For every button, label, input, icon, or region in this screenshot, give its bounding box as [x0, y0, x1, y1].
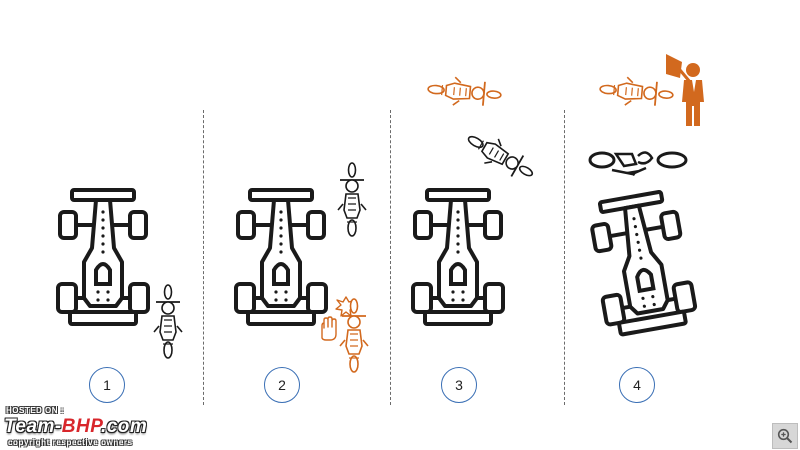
f1-car-icon — [56, 188, 150, 326]
panel-divider-2 — [390, 110, 391, 405]
f1-car-icon — [411, 188, 505, 326]
motorcycle-icon — [337, 162, 367, 237]
marshal-with-flag-icon — [666, 54, 704, 126]
step-number-2: 2 — [264, 367, 300, 403]
motorcycle-icon — [153, 284, 183, 359]
crashed-motorcycle-icon — [588, 151, 688, 176]
f1-car-icon-spun — [583, 187, 700, 339]
motorcycle-icon — [460, 124, 540, 188]
motorcycle-icon-accent — [426, 74, 503, 111]
zoom-button[interactable] — [772, 423, 798, 449]
watermark-hosted-label: HOSTED ON : — [6, 406, 64, 415]
motorcycle-icon-accent — [339, 298, 369, 373]
f1-car-icon — [234, 188, 328, 326]
step-number-1: 1 — [89, 367, 125, 403]
step-number-4: 4 — [619, 367, 655, 403]
watermark: HOSTED ON : Team-BHP.com copyright respe… — [4, 406, 204, 448]
panel-divider-1 — [203, 110, 204, 405]
zoom-in-icon — [777, 428, 793, 444]
step-number-3: 3 — [441, 367, 477, 403]
panel-divider-3 — [564, 110, 565, 405]
watermark-logo: Team-BHP.com — [4, 416, 148, 437]
watermark-copyright: copyright respective owners — [8, 438, 133, 447]
